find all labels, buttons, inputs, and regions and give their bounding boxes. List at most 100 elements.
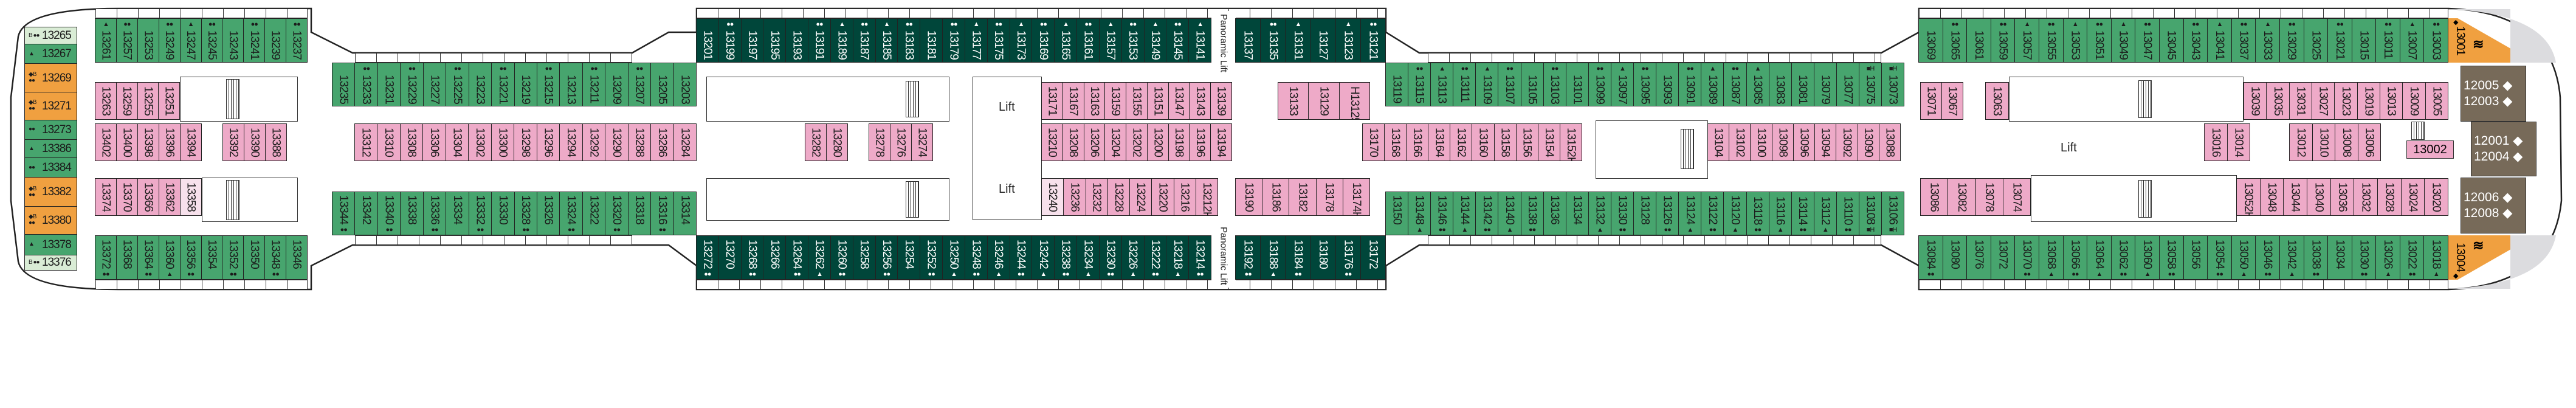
cabin-13063[interactable]: 13063 bbox=[1985, 82, 2009, 120]
cabin-13156[interactable]: 13156 bbox=[1515, 123, 1538, 161]
cabin-13130[interactable]: ●●13130 bbox=[1610, 192, 1634, 235]
cabin-13048[interactable]: 13048 bbox=[2259, 178, 2284, 216]
cabin-13184[interactable]: ●●13184 bbox=[1285, 235, 1311, 280]
cabin-13116[interactable]: ▲13116 bbox=[1768, 192, 1792, 235]
cabin-13356[interactable]: ●●13356 bbox=[179, 235, 202, 280]
cabin-13183[interactable]: ●●13183 bbox=[897, 18, 921, 63]
cabin-13056[interactable]: 13056 bbox=[2183, 235, 2208, 280]
cabin-13278[interactable]: 13278■■ bbox=[869, 123, 890, 161]
cabin-13079[interactable]: 13079 bbox=[1813, 63, 1837, 106]
cabin-13135[interactable]: ●●13135 bbox=[1260, 18, 1286, 63]
cabin-13334[interactable]: 13334 bbox=[446, 192, 469, 235]
cabin-13080[interactable]: 13080 bbox=[1942, 235, 1968, 280]
cabin-13166[interactable]: 13166 bbox=[1406, 123, 1429, 161]
cabin-13138[interactable]: ●●13138 bbox=[1520, 192, 1544, 235]
cabin-13096[interactable]: 13096■■ bbox=[1793, 123, 1816, 161]
cabin-13114[interactable]: ●●13114 bbox=[1791, 192, 1814, 235]
cabin-13102[interactable]: 13102 bbox=[1729, 123, 1751, 161]
cabin-13034[interactable]: 13034 bbox=[2327, 235, 2352, 280]
cabin-13121[interactable]: ●●13121 bbox=[1360, 18, 1386, 63]
cabin-13253[interactable]: 13253 bbox=[137, 18, 159, 63]
cabin-13169[interactable]: ●●13169 bbox=[1031, 18, 1055, 63]
cabin-13215[interactable]: ●●13215 bbox=[536, 63, 560, 106]
cabin-13386[interactable]: ▲13386 bbox=[24, 139, 77, 159]
cabin-13239[interactable]: 13239 bbox=[264, 18, 287, 63]
cabin-13220[interactable]: 13220 bbox=[1151, 178, 1174, 216]
cabin-13086[interactable]: 13086 bbox=[1920, 178, 1949, 216]
cabin-13109[interactable]: ▲13109 bbox=[1475, 63, 1499, 106]
cabin-13045[interactable]: 13045 bbox=[2158, 18, 2184, 63]
cabin-13224[interactable]: 13224 bbox=[1129, 178, 1152, 216]
cabin-13272[interactable]: ●●13272 bbox=[696, 235, 719, 280]
cabin-13120[interactable]: ▲13120 bbox=[1723, 192, 1747, 235]
cabin-13242[interactable]: ▲13242 bbox=[1031, 235, 1055, 280]
cabin-13261[interactable]: ▲13261 bbox=[95, 18, 117, 63]
cabin-13151[interactable]: 13151 bbox=[1146, 82, 1169, 120]
cabin-13165[interactable]: ▲13165 bbox=[1054, 18, 1078, 63]
cabin-13218[interactable]: ▲13218 bbox=[1166, 235, 1190, 280]
cabin-13012[interactable]: 13012 bbox=[2289, 123, 2313, 161]
cabin-13196[interactable]: 13196■■ bbox=[1189, 123, 1211, 161]
cabin-13145[interactable]: ●●13145 bbox=[1166, 18, 1190, 63]
cabin-13342[interactable]: 13342 bbox=[354, 192, 378, 235]
cabin-13076[interactable]: 13076 bbox=[1966, 235, 1991, 280]
cabin-13221[interactable]: ●●13221 bbox=[491, 63, 515, 106]
cabin-13260[interactable]: ●●13260 bbox=[830, 235, 853, 280]
cabin-13362[interactable]: 13362■■ bbox=[159, 178, 181, 216]
cabin-13368[interactable]: 13368 bbox=[115, 235, 138, 280]
cabin-13044[interactable]: 13044 bbox=[2283, 178, 2308, 216]
cabin-13170[interactable]: 13170 bbox=[1362, 123, 1385, 161]
cabin-13159[interactable]: 13159 bbox=[1104, 82, 1127, 120]
cabin-13137[interactable]: 13137 bbox=[1235, 18, 1261, 63]
cabin-13060[interactable]: ▲13060 bbox=[2135, 235, 2160, 280]
cabin-13202[interactable]: 13202■■ bbox=[1126, 123, 1148, 161]
cabin-13292[interactable]: 13292 bbox=[582, 123, 606, 161]
cabin-13047[interactable]: ●●13047 bbox=[2135, 18, 2160, 63]
cabin-13189[interactable]: ▲13189 bbox=[830, 18, 853, 63]
cabin-13072[interactable]: 13072 bbox=[1990, 235, 2016, 280]
cabin-13149[interactable]: ▲13149 bbox=[1143, 18, 1167, 63]
cabin-13129[interactable]: 13129 bbox=[1308, 82, 1340, 120]
cabin-13270[interactable]: 13270 bbox=[718, 235, 742, 280]
cabin-13241[interactable]: ●●13241 bbox=[243, 18, 266, 63]
cabin-13192[interactable]: ●●13192 bbox=[1235, 235, 1261, 280]
cabin-13074[interactable]: 13074 bbox=[2002, 178, 2031, 216]
cabin-13348[interactable]: ●●13348 bbox=[264, 235, 287, 280]
cabin-13326[interactable]: 13326 bbox=[536, 192, 560, 235]
cabin-13344[interactable]: ●●13344 bbox=[332, 192, 356, 235]
cabin-13182[interactable]: 13182 bbox=[1289, 178, 1317, 216]
cabin-13054[interactable]: ●●13054 bbox=[2207, 235, 2232, 280]
cabin-13233[interactable]: ●●13233 bbox=[354, 63, 378, 106]
cabin-13139[interactable]: 13139■■ bbox=[1210, 82, 1233, 120]
cabin-13099[interactable]: ●●13099 bbox=[1588, 63, 1611, 106]
cabin-13023[interactable]: 13023 bbox=[2334, 82, 2358, 120]
cabin-13255[interactable]: 13255 bbox=[137, 82, 159, 120]
cabin-13282[interactable]: 13282■■ bbox=[805, 123, 827, 161]
cabin-13104[interactable]: 13104■■ bbox=[1707, 123, 1730, 161]
cabin-13274[interactable]: 13274■■ bbox=[911, 123, 933, 161]
cabin-13123[interactable]: ▲13123 bbox=[1335, 18, 1361, 63]
cabin-13324[interactable]: ●●13324 bbox=[559, 192, 583, 235]
cabin-13308[interactable]: 13308■■ bbox=[399, 123, 424, 161]
cabin-13112[interactable]: ▲13112 bbox=[1813, 192, 1837, 235]
cabin-13038[interactable]: ●●13038 bbox=[2303, 235, 2329, 280]
cabin-13336[interactable]: ●●13336 bbox=[422, 192, 447, 235]
cabin-13238[interactable]: ●●13238 bbox=[1054, 235, 1078, 280]
cabin-13232[interactable]: 13232 bbox=[1085, 178, 1108, 216]
cabin-13230[interactable]: ●●13230 bbox=[1098, 235, 1122, 280]
cabin-13083[interactable]: 13083 bbox=[1768, 63, 1792, 106]
cabin-13269[interactable]: ◆B ●●13269 bbox=[24, 63, 77, 93]
cabin-13350[interactable]: 13350 bbox=[243, 235, 266, 280]
cabin-13210[interactable]: 13210■■ bbox=[1041, 123, 1063, 161]
cabin-13094[interactable]: 13094 bbox=[1814, 123, 1837, 161]
cabin-13067[interactable]: 13067 bbox=[1941, 82, 1963, 120]
cabin-13237[interactable]: ●●13237 bbox=[286, 18, 308, 63]
cabin-13390[interactable]: 13390 bbox=[244, 123, 266, 161]
cabin-13396[interactable]: 13396 bbox=[159, 123, 181, 161]
cabin-13026[interactable]: ▲13026 bbox=[2375, 235, 2400, 280]
cabin-13248[interactable]: ●●13248 bbox=[964, 235, 988, 280]
cabin-13064[interactable]: ▲13064 bbox=[2087, 235, 2112, 280]
cabin-13171[interactable]: 13171 bbox=[1041, 82, 1063, 120]
cabin-13163[interactable]: 13163 bbox=[1083, 82, 1106, 120]
